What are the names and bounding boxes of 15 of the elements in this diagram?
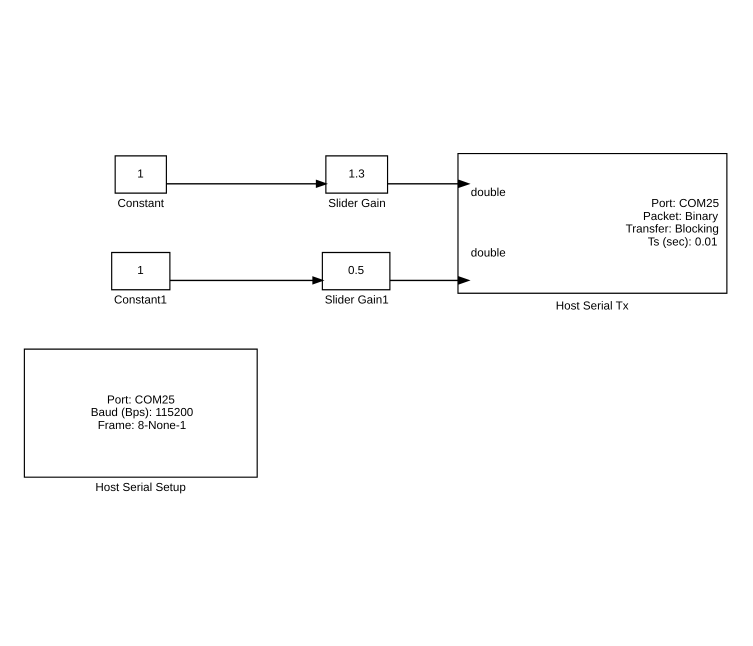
node-label: Constant: [118, 196, 164, 210]
arrow: [390, 276, 471, 284]
node-label: Slider Gain1: [324, 293, 389, 306]
node-box: 0.5: [322, 251, 390, 290]
node-box: 1: [114, 154, 167, 194]
node-box: 1: [111, 251, 170, 290]
node-label: Constant1: [114, 293, 168, 306]
arrow: [166, 179, 328, 188]
node-box: Port: COM25 Baud (Bps): 115200 Frame: 8-None-1: [24, 348, 258, 478]
arrow: [388, 179, 471, 188]
node-label: Slider Gain: [328, 196, 386, 210]
node-label: Host Serial Setup: [95, 480, 186, 494]
node-label: Host Serial Tx: [556, 299, 629, 312]
arrow: [170, 276, 324, 284]
node-box: 1.3: [325, 154, 388, 194]
